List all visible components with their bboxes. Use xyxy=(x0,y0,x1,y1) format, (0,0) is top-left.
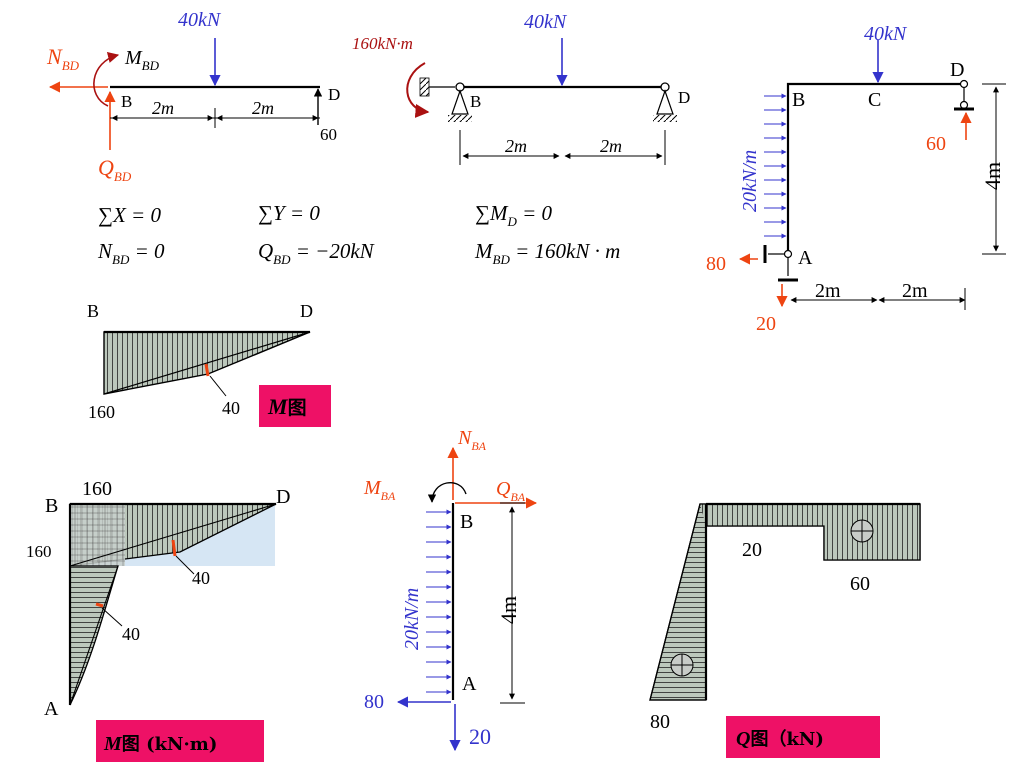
beam-dim-1-label: 2m xyxy=(505,136,527,156)
moment-bd-marker xyxy=(204,363,210,377)
m-ba-label: MBA xyxy=(363,477,396,503)
frame-dim-h2-label: 2m xyxy=(902,280,928,302)
beam-load-label: 40kN xyxy=(524,11,568,33)
m-bd-value-40: 40 xyxy=(222,398,240,418)
ground-b xyxy=(448,115,472,122)
column-distributed-load xyxy=(426,509,452,695)
frame-dim-h1-label: 2m xyxy=(815,280,841,302)
frame-members xyxy=(786,82,962,250)
shear-title-box xyxy=(726,716,880,758)
moment-frame-beam-chord xyxy=(69,503,277,567)
beam-node-b: B xyxy=(470,92,481,111)
ba-node-b: B xyxy=(460,511,473,533)
frame-node-b: B xyxy=(792,89,805,111)
node-d: D xyxy=(328,85,340,104)
mf-value-40-beam: 40 xyxy=(192,568,210,588)
mf-title-box xyxy=(96,720,264,762)
moment-bd-chord xyxy=(103,331,311,395)
clamp-symbol xyxy=(419,77,430,97)
reaction-av-value: 20 xyxy=(756,313,776,335)
applied-moment-label: 160kN·m xyxy=(352,34,413,53)
beam-node-d: D xyxy=(678,88,690,107)
support-d xyxy=(656,89,674,115)
moment-diagram-bd: B D 160 40 M图 xyxy=(87,301,331,427)
shear-value-80: 80 xyxy=(650,711,670,733)
mf-value-top: 160 xyxy=(82,478,112,500)
beam-bd-model: 40kN 160kN·m B D 2m 2m xyxy=(352,11,690,165)
result-m-bd: MBD = 160kN · m xyxy=(474,239,620,267)
ground-d xyxy=(653,115,677,122)
node-b: B xyxy=(121,92,132,111)
m-bd-title-box xyxy=(259,385,331,427)
frame-model: 40kN 20kN/m B C D 60 A 80 xyxy=(706,23,1006,335)
load-label: 40kN xyxy=(178,9,222,31)
frame-node-d: D xyxy=(950,59,964,81)
result-q-bd: QBD = −20kN xyxy=(258,239,375,267)
shear-fill-beam-top xyxy=(706,504,920,526)
frame-node-c: C xyxy=(868,89,881,111)
mf-node-b: B xyxy=(45,495,58,517)
frame-load-label: 40kN xyxy=(864,23,908,45)
n-bd-label: NBD xyxy=(46,44,80,73)
moment-frame-overlap xyxy=(70,504,125,566)
frame-node-a: A xyxy=(798,247,813,269)
frame-link-d-pin xyxy=(959,100,969,110)
beam-dim-2-label: 2m xyxy=(600,136,622,156)
q-ba-label: QBA xyxy=(496,478,526,504)
moment-frame-marker-col xyxy=(95,602,104,608)
m-bd-arc xyxy=(93,52,120,107)
frame-hinge-d xyxy=(959,79,969,89)
mf-node-d: D xyxy=(276,486,290,508)
moment-diagram-frame: B D A 160 160 40 40 M图 (kN·m) xyxy=(26,478,290,762)
eq-sum-x: ∑X = 0 xyxy=(98,203,161,227)
mf-title: M图 (kN·m) xyxy=(103,733,217,755)
fbd-ba: NBA QBA MBA 20kN/m B A 4m 80 20 xyxy=(363,427,538,752)
n-ba-label: NBA xyxy=(457,427,487,453)
m-ba-arc xyxy=(427,481,467,503)
moment-frame-marker-beam xyxy=(171,539,177,557)
ba-reaction-h-value: 80 xyxy=(364,691,384,713)
shear-outline xyxy=(649,503,921,701)
frame-distributed-load xyxy=(764,93,787,239)
leader-40-col xyxy=(101,607,123,627)
column-dist-load-label: 20kN/m xyxy=(401,588,423,650)
ba-dim-v-label: 4m xyxy=(496,596,521,624)
reaction-d-value: 60 xyxy=(926,133,946,155)
m-bd-value-160: 160 xyxy=(88,402,115,422)
mf-value-40-col: 40 xyxy=(122,624,140,644)
m-bd-label: MBD xyxy=(124,47,160,73)
ba-reaction-v-value: 20 xyxy=(469,724,491,749)
result-n-bd: NBD = 0 xyxy=(97,239,165,267)
shear-value-60: 60 xyxy=(850,573,870,595)
mf-value-left: 160 xyxy=(26,542,52,561)
shear-title: Q图（kN) xyxy=(736,728,824,750)
leader-40-beam xyxy=(175,555,195,575)
eq-sum-y: ∑Y = 0 xyxy=(258,201,320,225)
m-bd-title: M图 xyxy=(267,394,307,419)
eq-sum-md: ∑MD = 0 xyxy=(475,201,553,229)
support-b xyxy=(451,89,469,115)
shear-diagram: 20 60 80 Q图（kN) xyxy=(649,502,921,758)
m-bd-node-d: D xyxy=(300,301,313,321)
end-force-value: 60 xyxy=(320,125,337,144)
ba-node-a: A xyxy=(462,673,477,695)
q-bd-label: QBD xyxy=(98,155,132,184)
shear-value-20: 20 xyxy=(742,539,762,561)
frame-hinge-a xyxy=(783,249,793,259)
dim-2: 2m xyxy=(252,98,274,118)
leader-40 xyxy=(209,375,227,397)
reaction-ah-value: 80 xyxy=(706,253,726,275)
dim-1: 2m xyxy=(152,98,174,118)
equilibrium-equations: ∑X = 0 ∑Y = 0 ∑MD = 0 NBD = 0 QBD = −20k… xyxy=(97,201,620,267)
mf-node-a: A xyxy=(44,698,59,720)
m-bd-node-b: B xyxy=(87,301,99,321)
fbd-bd: 40kN NBD MBD QBD B D 60 2m 2m xyxy=(46,9,340,184)
frame-dim-v-label: 4m xyxy=(980,162,1005,190)
moment-frame-column-chord xyxy=(69,565,119,706)
applied-moment-arc xyxy=(406,62,430,118)
frame-dist-load-label: 20kN/m xyxy=(739,150,761,212)
